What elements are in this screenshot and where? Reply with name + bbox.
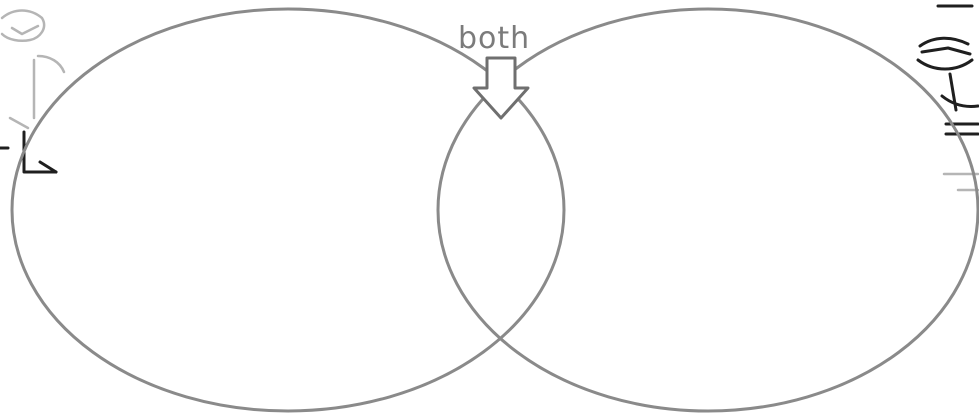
left-figure-drawing [0,11,64,173]
right-set-circle [438,9,978,411]
left-set-circle [12,9,564,411]
overlap-label: both [458,21,530,56]
